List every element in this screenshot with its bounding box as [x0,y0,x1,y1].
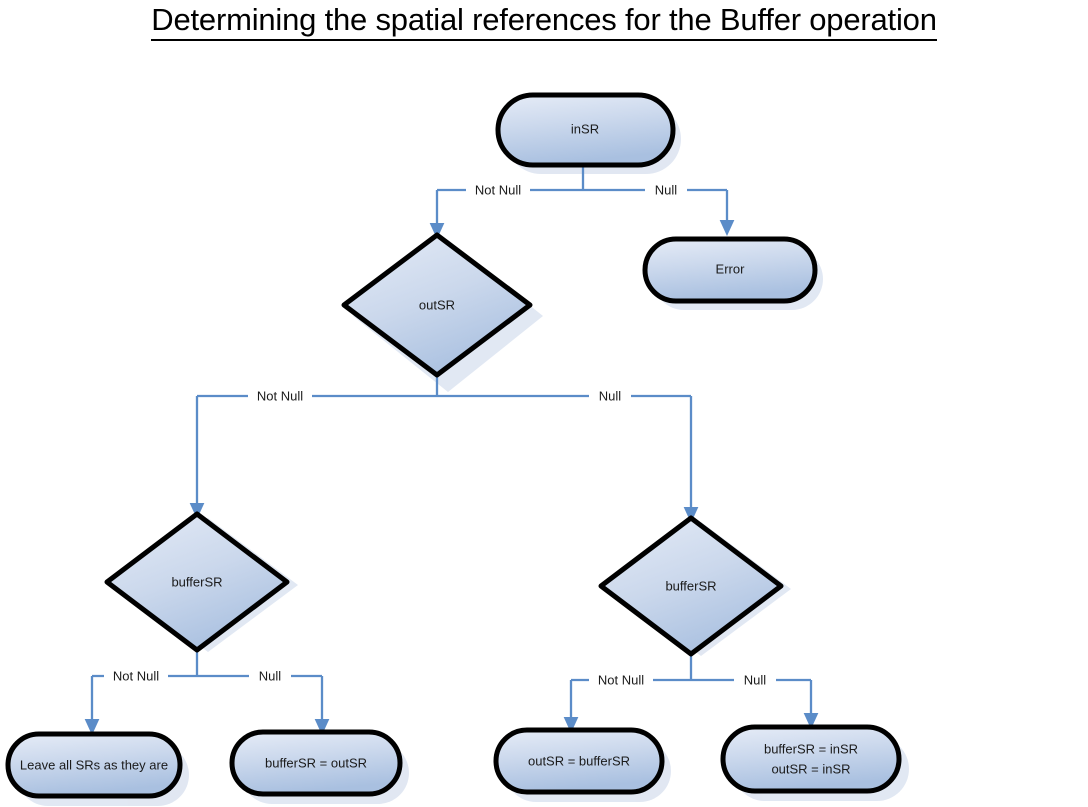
node-label: Leave all SRs as they are [20,757,168,772]
edge-label-text: Null [744,672,767,687]
node-insr[interactable]: inSR [495,92,676,168]
node-leave-all-srs[interactable]: Leave all SRs as they are [5,731,183,799]
node-label: bufferSR [665,578,716,593]
edge-buffer-left-split [84,650,330,736]
node-outsr[interactable]: outSR [341,232,533,378]
edge-label-buffer-left-not-null: Not Null [104,668,168,684]
edge-label-buffer-left-null: Null [249,668,291,684]
node-buffersr-right[interactable]: bufferSR [598,515,784,657]
edge-label-text: Not Null [475,182,521,197]
node-label: outSR [419,297,455,312]
edge-buffer-right-split [563,654,819,734]
node-label: bufferSR = outSR [265,755,367,770]
edge-label-outsr-not-null: Not Null [248,388,312,404]
node-label: bufferSR [171,574,222,589]
node-label-line2: outSR = inSR [771,761,850,776]
node-buffersr-left[interactable]: bufferSR [104,511,290,653]
page-title: Determining the spatial references for t… [0,2,1088,41]
edge-label-text: Not Null [598,672,644,687]
edge-label-text: Null [655,182,678,197]
node-outsr-equals-buffersr[interactable]: outSR = bufferSR [493,727,665,795]
edge-label-buffer-right-null: Null [734,672,776,688]
node-label: outSR = bufferSR [528,753,630,768]
edge-label-text: Null [259,668,282,683]
shape-shadows [17,104,909,806]
node-error[interactable]: Error [642,236,818,304]
edge-label-insr-not-null: Not Null [466,182,530,198]
node-buffersr-equals-outsr[interactable]: bufferSR = outSR [229,729,403,797]
edge-label-text: Not Null [113,668,159,683]
node-label: Error [716,261,746,276]
edge-label-text: Null [599,388,622,403]
edge-label-outsr-null: Null [589,388,631,404]
page-title-text: Determining the spatial references for t… [151,2,937,41]
node-buffersr-outsr-equals-insr[interactable]: bufferSR = inSR outSR = inSR [720,724,902,794]
edge-label-insr-null: Null [645,182,687,198]
edge-label-text: Not Null [257,388,303,403]
node-label-line1: bufferSR = inSR [764,741,858,756]
node-label: inSR [571,121,599,136]
edge-label-buffer-right-not-null: Not Null [589,672,653,688]
